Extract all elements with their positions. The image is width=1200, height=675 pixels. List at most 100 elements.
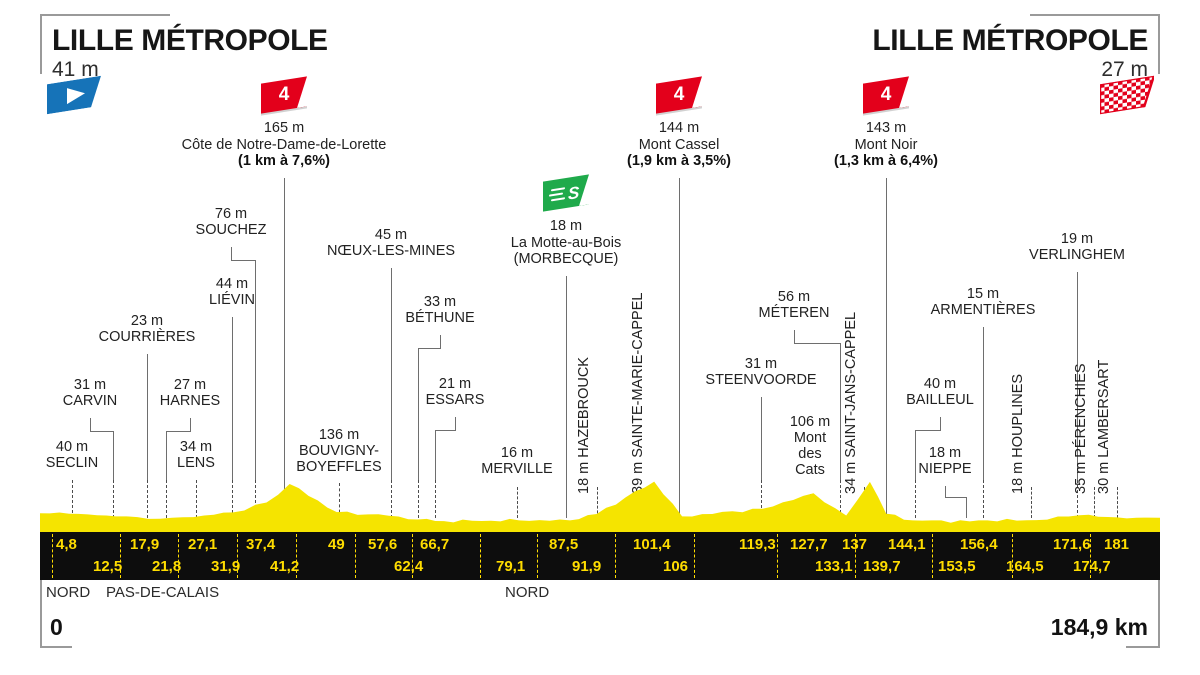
department-label-nord-2: NORD	[505, 584, 550, 601]
town-tick-lievin	[232, 480, 233, 518]
town-leader-v2-bethune	[418, 348, 419, 480]
km-marker-bottom: 139,7	[863, 558, 901, 575]
elevation-profile-area	[40, 470, 1160, 532]
poi-name-1: Côte de Notre-Dame-de-Lorette	[181, 136, 387, 153]
town-leader-v2-souchez	[255, 260, 256, 480]
km-marker-bottom: 133,1	[815, 558, 853, 575]
poi-leader-line-1	[284, 178, 285, 518]
finish-altitude: 27 m	[1101, 58, 1148, 81]
poi-altitude-3: 144 m	[658, 120, 700, 136]
km-marker-bottom: 164,5	[1006, 558, 1044, 575]
town-tick-hazebrouck	[597, 487, 598, 518]
town-leader-v-verlinghem	[1077, 272, 1078, 480]
town-altitude-noeux: 45 m	[374, 227, 408, 243]
poi-text-cote-notre-dame-de-lorette: 165 m Côte de Notre-Dame-de-Lorette (1 k…	[84, 120, 484, 170]
town-label-saint-jans-cappel: 34 m SAINT-JANS-CAPPEL	[843, 311, 859, 494]
town-name-armentieres: ARMENTIÈRES	[930, 301, 1036, 318]
town-altitude-merville: 16 m	[500, 445, 534, 461]
town-leader-v-meteren	[794, 330, 795, 344]
town-leader-v2-essars	[435, 430, 436, 480]
poi-name-3: Mont Cassel	[638, 136, 720, 153]
town-name-courrieres: COURRIÈRES	[98, 328, 196, 345]
km-separator	[52, 534, 53, 578]
poi-detail-4: (1,3 km à 6,4%)	[834, 153, 938, 170]
town-tick-bethune	[418, 480, 419, 518]
poi-altitude-4: 143 m	[865, 120, 907, 136]
town-name-mont-des-cats: Mont	[793, 429, 827, 446]
town-name-verlinghem: VERLINGHEM	[1029, 246, 1125, 263]
km-marker-bottom: 153,5	[938, 558, 976, 575]
frame-right-vertical	[1158, 14, 1160, 74]
km-marker-top: 57,6	[368, 536, 398, 553]
town-name-bailleul: BAILLEUL	[906, 391, 974, 408]
km-separator	[120, 534, 121, 578]
start-altitude: 41 m	[52, 58, 99, 81]
poi-detail-1: (1 km à 7,6%)	[238, 153, 330, 170]
frame-top-right	[1030, 14, 1160, 16]
town-tick-seclin	[72, 480, 73, 518]
town-leader-v2-carvin	[113, 431, 114, 480]
km-separator	[694, 534, 695, 578]
town-label-meteren: 56 m MÉTEREN	[734, 289, 854, 322]
town-altitude-harnes: 27 m	[173, 377, 207, 393]
town-name-souchez: SOUCHEZ	[195, 221, 267, 238]
poi-altitude-1: 165 m	[263, 120, 305, 136]
town-name-lievin: LIÉVIN	[209, 291, 255, 308]
town-label-lievin: 44 m LIÉVIN	[182, 276, 282, 309]
poi-text-mont-cassel: 144 m Mont Cassel (1,9 km à 3,5%)	[599, 120, 759, 170]
town-label-sainte-marie-cappel: 39 m SAINTE-MARIE-CAPPEL	[630, 292, 646, 494]
town-tick-lambersart	[1117, 487, 1118, 518]
frame-bottom-left	[40, 646, 72, 648]
town-tick-bailleul	[915, 480, 916, 518]
town-leader-v-courrieres	[147, 354, 148, 480]
town-leader-v-bethune	[440, 335, 441, 349]
town-label-essars: 21 m ESSARS	[405, 376, 505, 409]
town-leader-v-carvin	[90, 418, 91, 432]
town-name-bouvigny: BOUVIGNY-	[298, 442, 380, 459]
town-altitude-carvin: 31 m	[73, 377, 107, 393]
town-leader-v2-harnes	[166, 431, 167, 480]
svg-text:S: S	[568, 183, 580, 204]
poi-text-mont-noir: 143 m Mont Noir (1,3 km à 6,4%)	[806, 120, 966, 170]
km-marker-bottom: 79,1	[496, 558, 526, 575]
town-name-noeux: NŒUX-LES-MINES	[326, 242, 456, 259]
km-marker-top: 156,4	[960, 536, 998, 553]
department-label-nord-1: NORD	[46, 584, 91, 601]
km-marker-top: 101,4	[633, 536, 671, 553]
town-name-nieppe: NIEPPE	[918, 460, 972, 477]
km-separator	[1012, 534, 1013, 578]
total-distance-label: 184,9 km	[1050, 614, 1148, 640]
frame-bottom-left-vertical	[40, 580, 42, 648]
town-label-souchez: 76 m SOUCHEZ	[181, 206, 281, 239]
town-leader-h-meteren	[794, 343, 841, 344]
km-marker-top: 66,7	[420, 536, 450, 553]
poi-leader-line-4	[886, 178, 887, 518]
km-separator	[932, 534, 933, 578]
town-altitude-courrieres: 23 m	[130, 313, 164, 329]
town-leader-h-harnes	[166, 431, 190, 432]
town-name-essars: ESSARS	[425, 391, 485, 408]
km-separator	[412, 534, 413, 578]
town-leader-v2-bailleul	[915, 430, 916, 480]
town-tick-noeux	[391, 480, 392, 518]
town-tick-lens	[196, 480, 197, 518]
town-label-merville: 16 m MERVILLE	[457, 445, 577, 478]
poi-leader-line-2	[566, 276, 567, 518]
km-separator	[777, 534, 778, 578]
km-marker-bottom: 62,4	[394, 558, 424, 575]
frame-bottom-right	[1126, 646, 1160, 648]
town-altitude-bethune: 33 m	[423, 294, 457, 310]
finish-city-name: LILLE MÉTROPOLE	[872, 24, 1148, 57]
poi-name-2: La Motte-au-Bois	[510, 234, 622, 251]
poi-name-2b: (MORBECQUE)	[513, 251, 619, 268]
sprint-icon: S	[543, 178, 589, 208]
town-leader-v-lievin	[232, 317, 233, 480]
town-tick-courrieres	[147, 480, 148, 518]
km-marker-bottom: 31,9	[211, 558, 241, 575]
km-separator	[296, 534, 297, 578]
km-marker-top: 127,7	[790, 536, 828, 553]
town-altitude-lens: 34 m	[179, 439, 213, 455]
km-separator	[615, 534, 616, 578]
